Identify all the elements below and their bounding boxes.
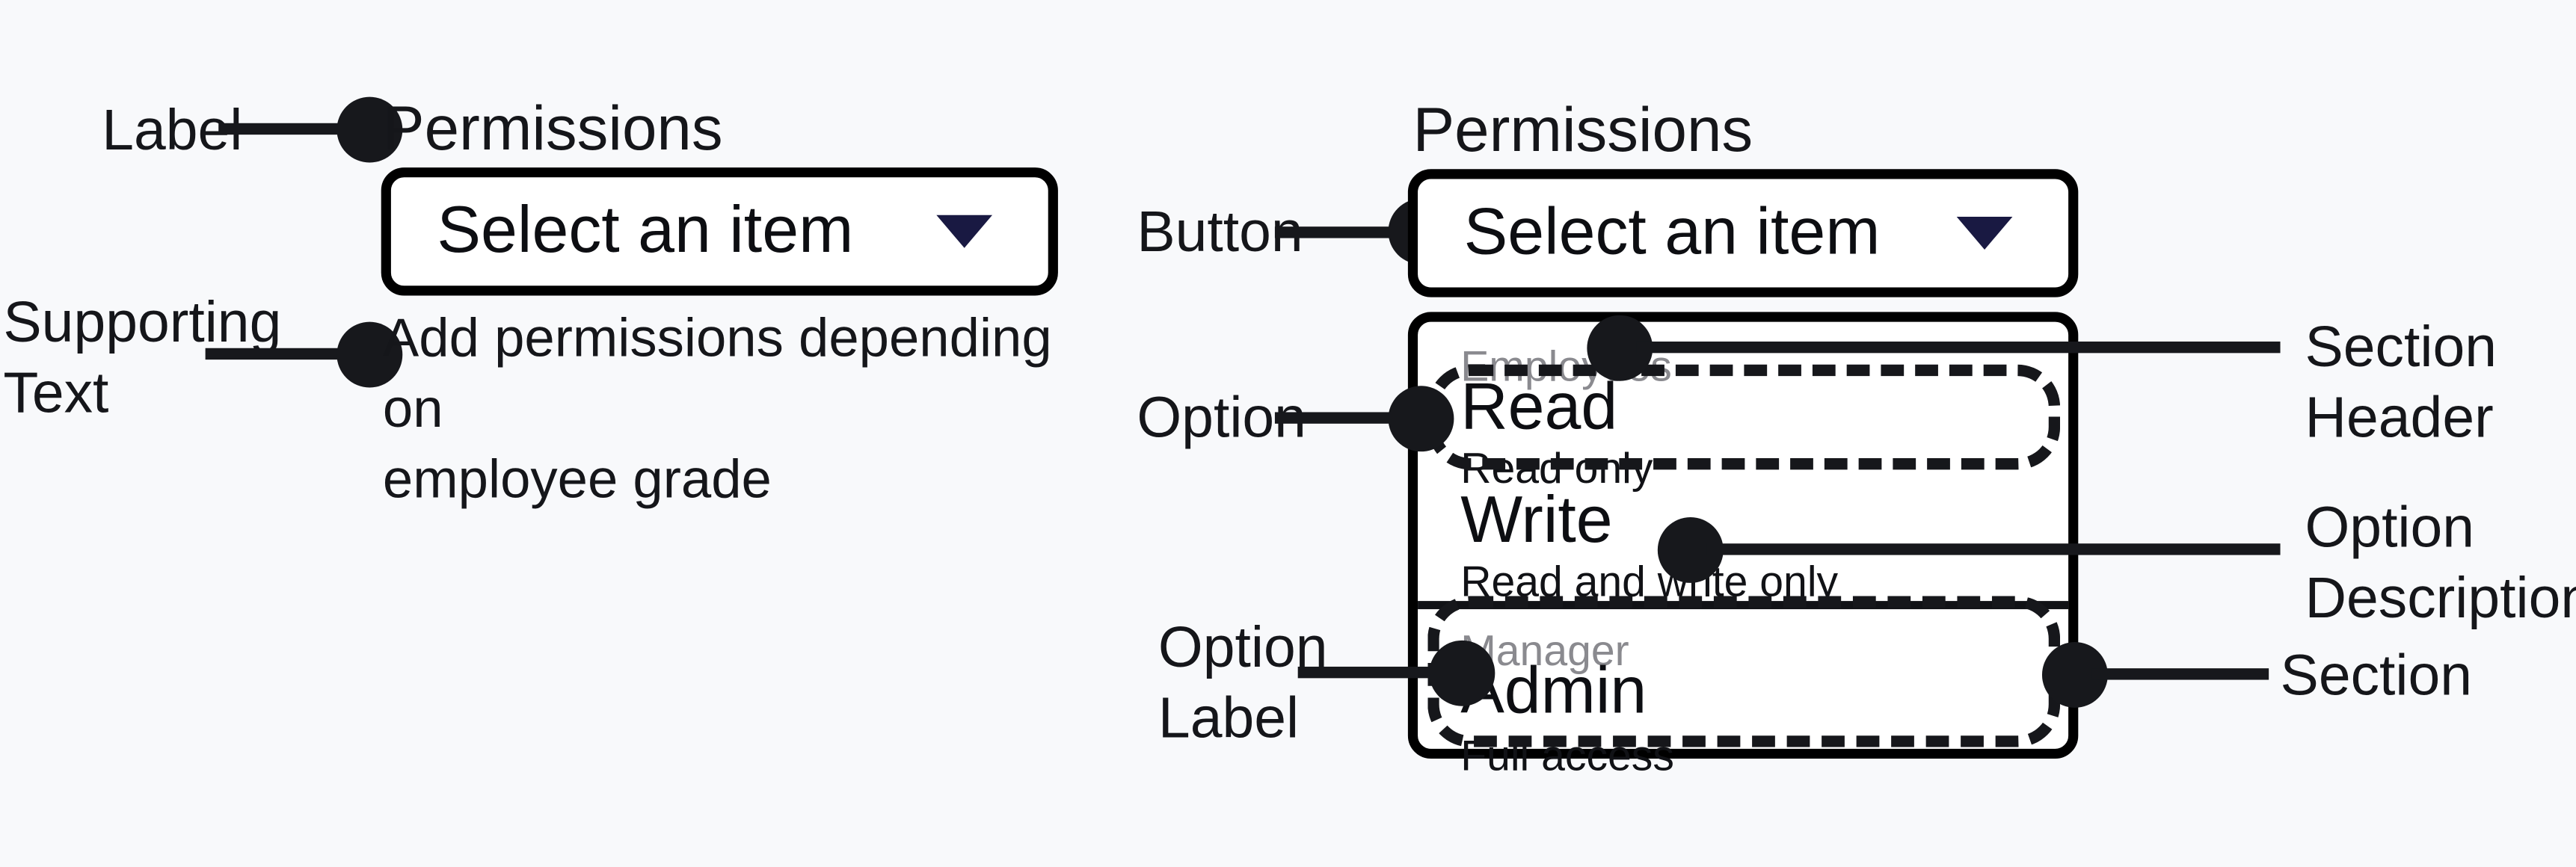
menu-option-read-label: Read [1460,371,1618,444]
menu-option-admin-description: Full access [1460,730,1674,780]
annotation-section-header-leader [1636,341,2281,354]
menu-section-manager: Manager Admin Full access [1418,609,2068,780]
right-select-value: Select an item [1463,196,1881,269]
menu-option-write[interactable]: Write Read and write only [1418,484,2068,606]
annotation-supporting-text-dot [336,321,403,388]
left-field-label: Permissions [382,95,723,164]
menu-option-write-description: Read and write only [1460,556,1839,606]
select-menu-panel[interactable]: Employees Read Read only Write Read and … [1407,312,2079,780]
chevron-down-icon [1956,217,2013,250]
annotation-option-description-label: Option Description [2305,496,2576,631]
right-select-button[interactable]: Select an item [1407,169,2079,297]
annotation-option-label-dot [1429,640,1496,706]
left-select-button[interactable]: Select an item [381,167,1058,296]
annotation-supporting-text-leader [205,348,370,360]
annotation-label-dot [336,96,403,163]
annotation-option-description-leader [1706,543,2281,555]
annotation-section-leader [2091,668,2269,680]
menu-option-admin[interactable]: Admin Full access [1418,655,2068,780]
annotation-label-leader [218,123,370,135]
menu-option-read[interactable]: Read Read only [1418,371,2068,493]
right-field-label: Permissions [1413,96,1753,166]
annotation-option-dot [1388,386,1454,452]
left-supporting-text: Add permissions depending on employee gr… [382,306,1052,510]
annotation-supporting-text-label: Supporting Text [3,290,282,426]
annotation-section-header-label: Section Header [2305,315,2497,450]
menu-option-write-label: Write [1460,484,1613,557]
menu-section-divider [1418,601,2069,610]
chevron-down-icon [936,215,993,248]
left-select-value: Select an item [437,194,854,268]
annotation-section-label: Section [2280,644,2473,708]
annotation-option-label-label: Option Label [1158,615,1328,751]
